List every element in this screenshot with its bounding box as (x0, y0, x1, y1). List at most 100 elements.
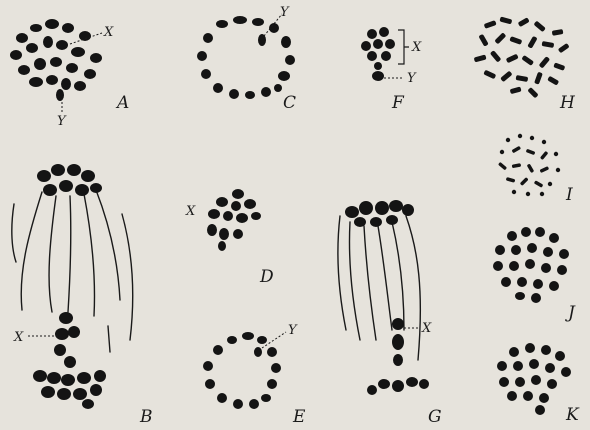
panel-j-chromosomes (493, 227, 569, 303)
chromosome (490, 50, 502, 62)
chromosome (378, 379, 390, 389)
chromosome (518, 17, 530, 27)
chromosome (354, 217, 366, 227)
panel-b: X B (12, 164, 153, 427)
chromosome (533, 279, 543, 289)
chromosome (549, 281, 559, 291)
chromosome (50, 57, 62, 67)
chromosome (46, 75, 58, 85)
chromosome (531, 375, 541, 385)
chromosome (205, 379, 215, 389)
chromosome (534, 180, 544, 188)
panel-e-label: E (292, 407, 306, 427)
chromosome (90, 53, 102, 63)
chromosome (542, 140, 546, 144)
spindle-fiber (406, 216, 420, 360)
chromosome (525, 259, 535, 269)
chromosome (10, 50, 22, 60)
chromosome (381, 51, 391, 61)
panel-k-label: K (565, 405, 580, 425)
chromosome (499, 17, 512, 25)
chromosome (555, 351, 565, 361)
chromosome (254, 347, 262, 357)
panel-a-label: A (115, 93, 129, 113)
spindle-fiber (12, 204, 16, 262)
chromosome (29, 77, 43, 87)
panel-k-chromosomes (497, 343, 571, 415)
chromosome (229, 89, 239, 99)
panel-a-marker-y: Y (57, 114, 67, 129)
chromosome (561, 367, 571, 377)
panel-d-label: D (259, 267, 274, 287)
chromosome (543, 247, 553, 257)
panel-d: X D (185, 189, 274, 287)
chromosome (227, 336, 237, 344)
chromosome (545, 363, 555, 373)
chromosome (51, 164, 65, 176)
panel-b-label: B (139, 407, 153, 427)
chromosome (547, 379, 557, 389)
chromosome (379, 27, 389, 37)
chromosome (81, 170, 95, 182)
chromosome (540, 151, 548, 160)
chromosome (523, 391, 533, 401)
chromosome (516, 75, 529, 82)
chromosome (406, 377, 418, 387)
spindle-fiber (349, 222, 360, 340)
chromosome (529, 359, 539, 369)
chromosome (208, 209, 220, 219)
chromosome (507, 391, 517, 401)
chromosome (527, 87, 538, 98)
chromosome (506, 138, 510, 142)
chromosome (374, 62, 382, 70)
chromosome (26, 43, 38, 53)
chromosome (213, 83, 223, 93)
panel-f: X Y F (361, 27, 422, 113)
chromosome (79, 31, 91, 41)
chromosome (530, 136, 534, 140)
chromosome (534, 72, 543, 85)
chromosome (217, 393, 227, 403)
chromosome (386, 215, 398, 225)
chromosome (392, 380, 404, 392)
chromosome (549, 233, 559, 243)
chromosome (45, 19, 59, 29)
chromosome (393, 354, 403, 366)
chromosome (478, 34, 488, 47)
chromosome (552, 29, 564, 36)
chromosome (385, 39, 395, 49)
chromosome (498, 162, 507, 170)
panel-f-marker-y: Y (407, 71, 417, 86)
panel-i-chromosomes (498, 134, 560, 196)
chromosome (535, 227, 545, 237)
chromosome (274, 84, 282, 92)
chromosome (521, 227, 531, 237)
spindle-fiber (96, 190, 120, 300)
chromosome (77, 372, 91, 384)
chromosome (500, 150, 504, 154)
chromosome (373, 39, 383, 49)
panel-f-chromosomes (361, 27, 395, 81)
panel-h: H (474, 17, 576, 113)
chromosome (402, 204, 414, 216)
chromosome (494, 32, 506, 44)
chromosome (367, 385, 377, 395)
spindle-fiber (108, 326, 110, 352)
chromosome (218, 241, 226, 251)
chromosome (90, 384, 102, 396)
chromosome (512, 163, 521, 168)
chromosome (213, 345, 223, 355)
panel-h-chromosomes (474, 17, 570, 99)
chromosome (231, 201, 241, 211)
chromosome (542, 41, 555, 48)
spindle-fiber (49, 196, 56, 312)
chromosome (509, 347, 519, 357)
panel-j-label: J (565, 303, 576, 323)
chromosome (82, 399, 94, 409)
chromosome (244, 199, 256, 209)
chromosome (527, 164, 535, 174)
chromosome (499, 377, 509, 387)
chromosome (207, 224, 217, 236)
chromosome (61, 374, 75, 386)
chromosome (90, 183, 102, 193)
